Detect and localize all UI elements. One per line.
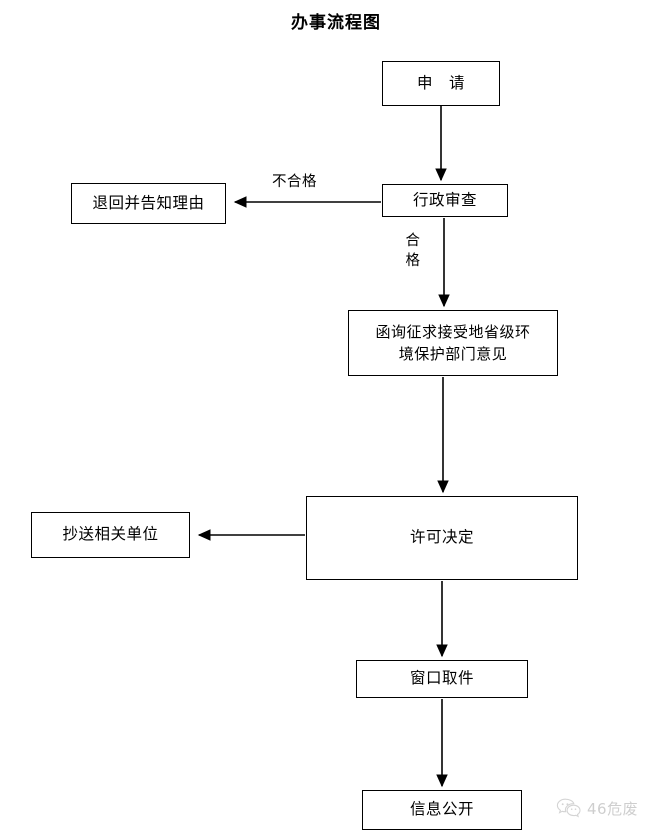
node-return-with-reason-label: 退回并告知理由 [92,193,205,212]
edge-label-pass-char-1: 合 [405,233,421,249]
wechat-icon [556,798,581,818]
node-information-disclosure: 信息公开 [362,790,522,830]
page-title: 办事流程图 [291,13,381,33]
node-window-pickup: 窗口取件 [356,660,528,698]
node-apply: 申 请 [382,61,500,106]
node-consult-line-1: 函询征求接受地省级环 [375,322,531,341]
node-information-disclosure-label: 信息公开 [409,800,474,819]
edge-label-pass-char-2: 格 [405,252,421,269]
node-permit-decision-label: 许可决定 [409,528,474,547]
edge-label-fail: 不合格 [272,174,317,190]
node-copy-to-related-units-label: 抄送相关单位 [62,525,159,544]
node-return-with-reason: 退回并告知理由 [71,183,226,224]
watermark-text: 46危废 [587,799,639,818]
node-copy-to-related-units: 抄送相关单位 [31,512,190,558]
node-consult-provincial-epa-label: 函询征求接受地省级环 境保护部门意见 [359,321,547,366]
node-apply-label: 申 请 [416,73,465,92]
node-permit-decision: 许可决定 [306,496,578,580]
edge-label-pass: 合 格 [405,232,421,271]
node-window-pickup-label: 窗口取件 [409,669,474,688]
watermark: 46危废 [556,797,638,819]
node-administrative-review: 行政审查 [382,184,508,217]
node-administrative-review-label: 行政审查 [412,190,477,209]
node-consult-provincial-epa: 函询征求接受地省级环 境保护部门意见 [348,310,558,376]
node-consult-line-2: 境保护部门意见 [398,345,508,363]
